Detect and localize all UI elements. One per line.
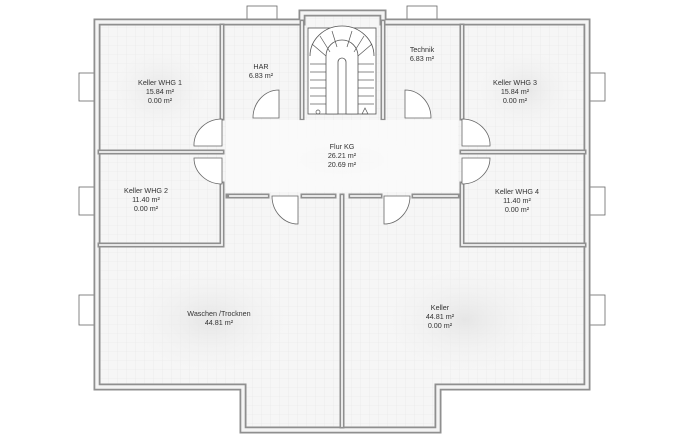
room-keller-whg-4: Keller WHG 4 11.40 m² 0.00 m² — [495, 187, 539, 214]
doors — [193, 89, 491, 225]
room-flur-kg: Flur KG 26.21 m² 20.69 m² — [328, 142, 357, 169]
room-area: 6.83 m² — [410, 54, 435, 63]
room-area: 44.81 m² — [426, 312, 455, 321]
flur-highlight — [226, 120, 458, 192]
door-keller-whg-2 — [193, 157, 223, 185]
staircase — [307, 25, 377, 115]
exterior-walls — [93, 9, 591, 434]
room-extra: 20.69 m² — [328, 160, 357, 169]
room-technik: Technik 6.83 m² — [410, 45, 435, 63]
room-extra: 0.00 m² — [134, 204, 159, 213]
room-name: Keller WHG 3 — [493, 78, 537, 87]
room-labels: Keller WHG 1 15.84 m² 0.00 m² HAR 6.83 m… — [124, 45, 539, 330]
window-right-3 — [589, 294, 606, 326]
room-extra: 0.00 m² — [503, 96, 528, 105]
room-name: Keller WHG 1 — [138, 78, 182, 87]
door-technik — [404, 89, 432, 119]
room-area: 6.83 m² — [249, 71, 274, 80]
door-keller — [383, 195, 411, 225]
room-keller-whg-1: Keller WHG 1 15.84 m² 0.00 m² — [138, 78, 182, 105]
room-area: 26.21 m² — [328, 151, 357, 160]
window-top-right — [406, 5, 438, 21]
room-name: Keller WHG 4 — [495, 187, 539, 196]
room-name: Technik — [410, 45, 435, 54]
door-keller-whg-3 — [461, 118, 491, 147]
room-har: HAR 6.83 m² — [249, 62, 274, 80]
room-keller-whg-2: Keller WHG 2 11.40 m² 0.00 m² — [124, 186, 168, 213]
room-waschen-trocknen: Waschen /Trocknen 44.81 m² — [187, 309, 250, 327]
door-waschen — [271, 195, 299, 225]
window-right-1 — [589, 72, 606, 102]
window-left-3 — [78, 294, 95, 326]
door-keller-whg-4 — [461, 157, 491, 185]
room-extra: 0.00 m² — [505, 205, 530, 214]
room-name: Flur KG — [330, 142, 355, 151]
room-area: 44.81 m² — [205, 318, 234, 327]
room-area: 11.40 m² — [132, 195, 160, 204]
door-keller-whg-1 — [193, 118, 223, 147]
window-left-2 — [78, 186, 95, 216]
room-keller: Keller 44.81 m² 0.00 m² — [426, 303, 455, 330]
room-name: Waschen /Trocknen — [187, 309, 250, 318]
door-har — [252, 89, 280, 119]
room-name: HAR — [253, 62, 268, 71]
window-top-left — [246, 5, 278, 21]
room-name: Keller WHG 2 — [124, 186, 168, 195]
room-keller-whg-3: Keller WHG 3 15.84 m² 0.00 m² — [493, 78, 537, 105]
room-extra: 0.00 m² — [148, 96, 173, 105]
window-right-2 — [589, 186, 606, 216]
room-area: 15.84 m² — [146, 87, 175, 96]
room-extra: 0.00 m² — [428, 321, 453, 330]
room-area: 11.40 m² — [503, 196, 531, 205]
window-left-1 — [78, 72, 95, 102]
room-area: 15.84 m² — [501, 87, 530, 96]
room-name: Keller — [431, 303, 450, 312]
interior-walls — [97, 19, 587, 429]
